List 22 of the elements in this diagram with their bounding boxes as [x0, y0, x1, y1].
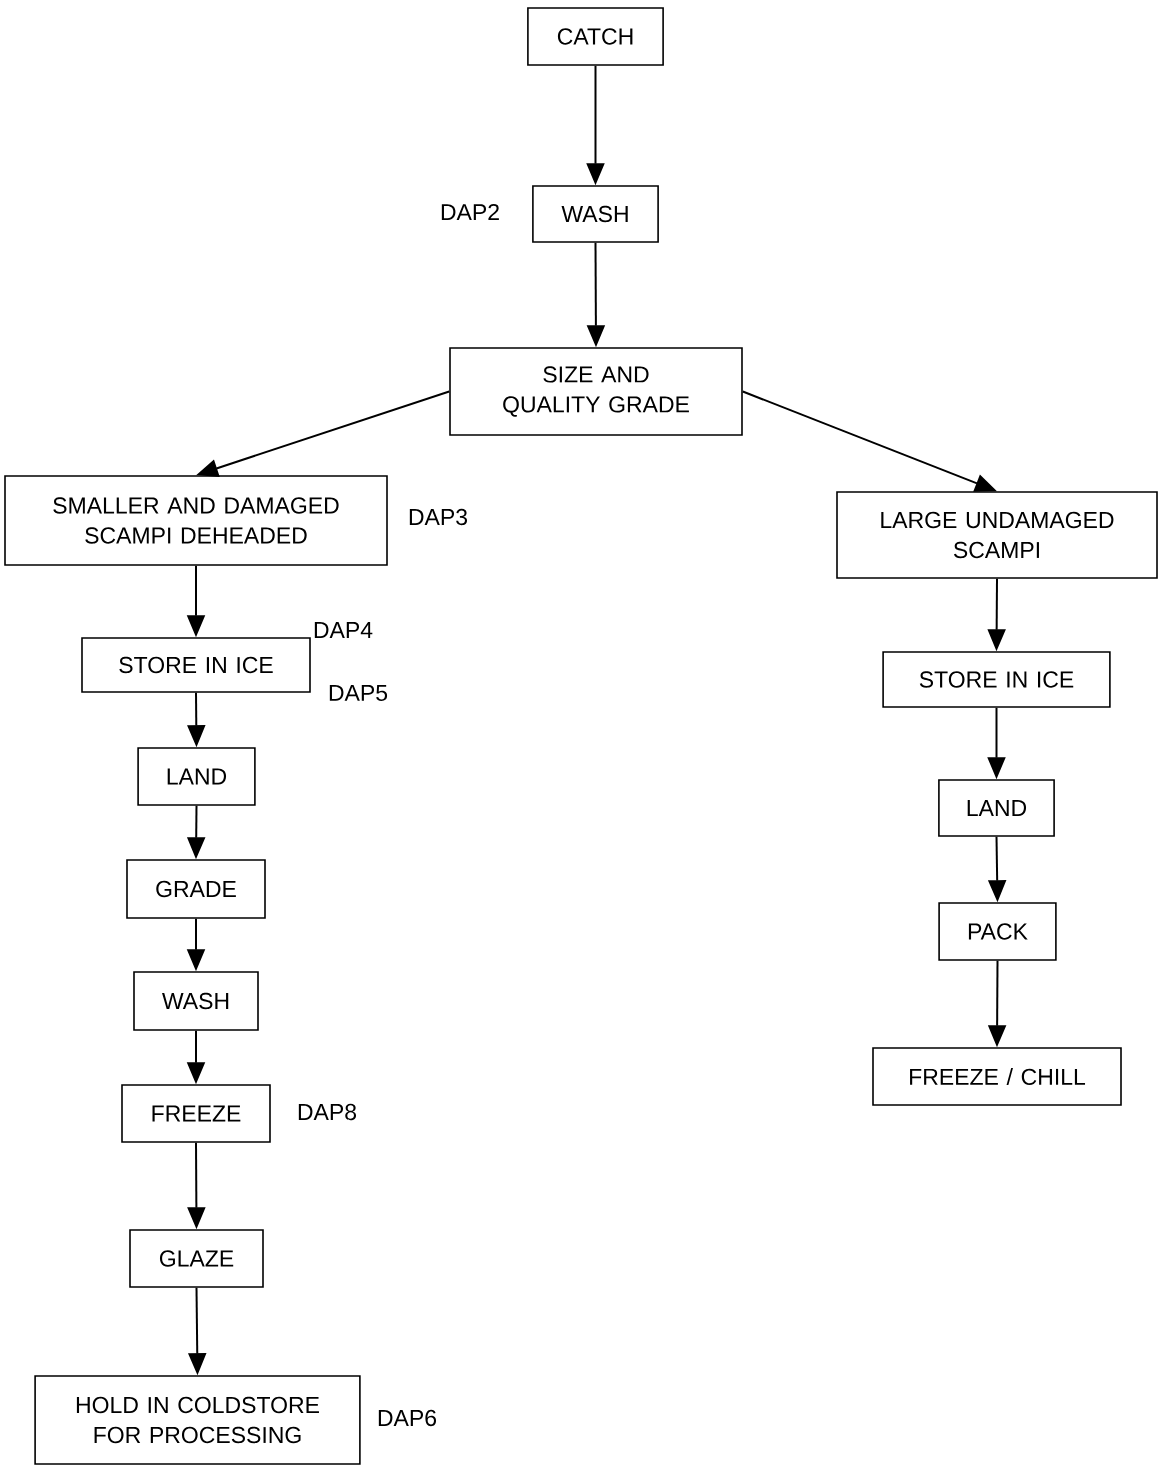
step-code-label: DAP5	[329, 685, 388, 702]
process-box: CATCH	[527, 7, 664, 66]
process-box: PACK	[938, 902, 1057, 961]
step-code-label: DAP4	[314, 622, 373, 638]
step-code-label: DAP2	[441, 204, 499, 221]
process-box: STORE IN ICE	[81, 637, 311, 693]
process-box: WASH	[133, 971, 259, 1031]
process-box: FREEZE	[121, 1084, 271, 1143]
step-code-label: DAP6	[378, 1409, 436, 1427]
process-box: HOLD IN COLDSTORE FOR PROCESSING	[34, 1375, 361, 1465]
process-box: LARGE UNDAMAGED SCAMPI	[836, 491, 1158, 579]
process-box: GRADE	[126, 859, 266, 919]
step-code-label: DAP3	[409, 508, 467, 526]
process-box: SMALLER AND DAMAGED SCAMPI DEHEADED	[4, 475, 388, 566]
process-box: STORE IN ICE	[882, 651, 1111, 708]
process-box: WASH	[532, 185, 659, 243]
step-code-label: DAP8	[298, 1103, 357, 1121]
process-box: GLAZE	[129, 1229, 264, 1288]
process-box: LAND	[938, 779, 1055, 837]
process-box: SIZE AND QUALITY GRADE	[449, 347, 743, 436]
process-box: FREEZE / CHILL	[872, 1047, 1122, 1106]
process-box: LAND	[137, 747, 256, 806]
